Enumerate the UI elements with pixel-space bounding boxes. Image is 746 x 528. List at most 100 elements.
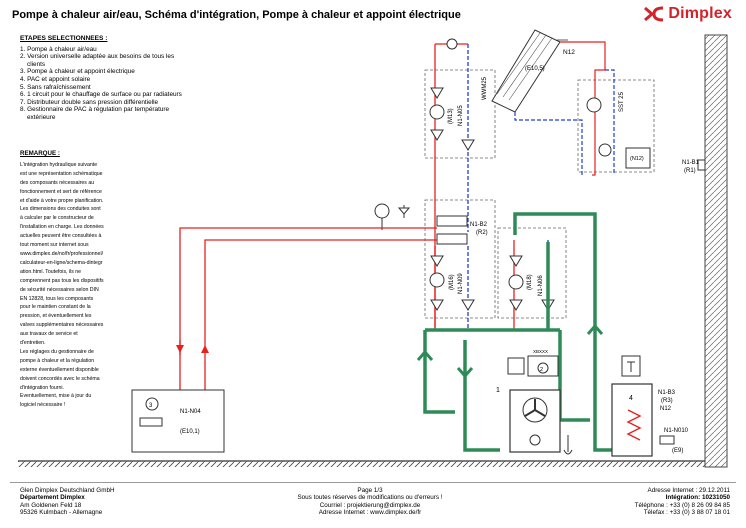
flow-arrow-icon bbox=[201, 345, 209, 353]
n12-box-label: (N12) bbox=[630, 156, 644, 162]
email-link[interactable]: Courriel : projektierung@dimplex.de bbox=[319, 501, 421, 509]
n1-n04-label: N1-N04 bbox=[180, 409, 201, 415]
remark-line: doivent concordés avec le schéma bbox=[20, 375, 100, 382]
footer-divider bbox=[10, 482, 736, 483]
room-unit-3 bbox=[131, 389, 225, 453]
check-valve-icon bbox=[509, 299, 523, 311]
distributor-block bbox=[436, 233, 468, 245]
department-name: Département Dimplex bbox=[20, 494, 85, 502]
solar-loop bbox=[514, 41, 615, 176]
step-item: 2. Version universelle adaptée aux besoi… bbox=[20, 53, 175, 61]
remark-line: Les dimensions des conduites sont bbox=[20, 206, 101, 213]
remark-line: EN 12828, tous les composants bbox=[20, 295, 94, 302]
heat-pump-unit bbox=[509, 389, 561, 453]
footer-right: Adresse Internet : 29.12.2011 Intégratio… bbox=[635, 487, 730, 516]
pressure-relief-icon bbox=[397, 205, 411, 218]
check-valve-icon bbox=[430, 87, 444, 99]
phone-number: Téléphone : +33 (0) 8 26 09 84 85 bbox=[634, 501, 730, 509]
remark-text: L'intégration hydraulique suivante est u… bbox=[20, 161, 152, 410]
green-flow-arrows bbox=[416, 323, 604, 379]
step-item: 6. 1 circuit pour le chauffage de surfac… bbox=[20, 91, 182, 99]
remark-heading: REMARQUE : bbox=[20, 150, 60, 157]
remark-line: d'intégration fourni. bbox=[20, 384, 64, 391]
hydraulic-schematic: N12 (E10,5) WWM25 (M13) N1-N05 SST 25 (N… bbox=[18, 29, 728, 468]
remark-line: à calculer par le constructeur de bbox=[20, 215, 94, 222]
n1-n05-label: N1-N05 bbox=[458, 105, 464, 126]
step-item: 4. PAC et appoint solaire bbox=[20, 75, 91, 83]
web-link[interactable]: Adresse Internet : www.dimplex.de/fr bbox=[318, 508, 422, 516]
page-title: Pompe à chaleur air/eau, Schéma d'intégr… bbox=[12, 9, 461, 21]
unit2-number: 2 bbox=[540, 367, 543, 373]
brand-logo: Dimplex bbox=[643, 5, 732, 23]
unit4-number: 4 bbox=[629, 395, 633, 402]
pump-m18-icon bbox=[508, 274, 524, 290]
remark-line: L'intégration hydraulique suivante bbox=[20, 161, 98, 168]
step-item: extérieure bbox=[27, 113, 56, 121]
heat-pump-controller bbox=[507, 355, 559, 377]
wwm25-label: WWM25 bbox=[482, 76, 488, 100]
company-name: Glen Dimplex Deutschland GmbH bbox=[20, 487, 115, 494]
selected-steps-list: 1. Pompe à chaleur air/eau 2. Version un… bbox=[20, 46, 208, 122]
remark-line: comprennent pas tous les dispositifs bbox=[20, 277, 104, 284]
unit3-number: 3 bbox=[149, 403, 153, 409]
remark-line: Les réglages du gestionnaire de bbox=[20, 348, 94, 355]
remark-line: pompe à chaleur et la régulation bbox=[20, 357, 95, 364]
dimplex-logo-icon bbox=[644, 6, 664, 22]
n12-top-label: N12 bbox=[563, 49, 575, 56]
remark-line: pour le maintien constant de la bbox=[20, 304, 91, 311]
step-item: 8. Gestionnaire de PAC à régulation par … bbox=[20, 106, 170, 114]
n1-n010-label: N1-N010 bbox=[664, 428, 689, 434]
remark-line: ation.html. Toutefois, ils ne bbox=[20, 268, 82, 275]
controller-display-text: XBXXX bbox=[533, 349, 548, 354]
distributor-block bbox=[436, 215, 468, 227]
remark-line: calculateur-en-ligne/schema-dintegr bbox=[20, 259, 103, 266]
mixing-valve-icon bbox=[446, 38, 458, 50]
m18-label: (M18) bbox=[527, 274, 533, 290]
check-valve-icon bbox=[430, 255, 444, 267]
e10-5-label: (E10,5) bbox=[525, 66, 545, 72]
n1-n06-label: N1-N06 bbox=[538, 275, 544, 296]
heater-valve-icon bbox=[659, 435, 675, 445]
dhw-tank bbox=[611, 383, 653, 457]
remark-block: REMARQUE : L'intégration hydraulique sui… bbox=[20, 150, 152, 410]
ground-line bbox=[18, 460, 705, 467]
brand-name: Dimplex bbox=[668, 5, 732, 22]
step-item: 5. Sans rafraîchissement bbox=[20, 83, 91, 91]
outdoor-sensor bbox=[697, 159, 706, 171]
remark-line: est une représentation schématique bbox=[20, 170, 103, 177]
n1-b3-label: N1-B3 bbox=[658, 390, 676, 396]
m16-label: (M16) bbox=[449, 274, 455, 290]
check-valve-icon bbox=[509, 255, 523, 267]
check-valve-icon bbox=[430, 299, 444, 311]
remark-line: valves supplémentaires nécessaires bbox=[20, 322, 104, 329]
remark-line: d'entretien. bbox=[20, 340, 46, 347]
remark-line: fonctionnement et sert de référence bbox=[20, 188, 102, 195]
check-valve-icon bbox=[430, 129, 444, 141]
disclaimer: Sous toutes réserves de modifications ou… bbox=[297, 494, 443, 502]
remark-line: pression, et éventuellement les bbox=[20, 313, 92, 320]
remark-line: externe éventuellement disponible bbox=[20, 366, 99, 373]
expansion-vessel-icon bbox=[374, 203, 390, 219]
m13-label: (M13) bbox=[448, 108, 454, 124]
building-wall bbox=[704, 34, 728, 468]
step-item: 3. Pompe à chaleur et appoint électrique bbox=[20, 68, 135, 76]
remark-line: aux travaux de service et bbox=[20, 331, 78, 338]
n1-b2-label: N1-B2 bbox=[470, 222, 488, 228]
footer-center: Page 1/3 Sous toutes réserves de modific… bbox=[240, 487, 500, 516]
remark-line: l'installation en charge. Les données bbox=[20, 224, 104, 231]
fax-number: Télefax : +33 (0) 3 88 07 18 01 bbox=[643, 508, 730, 516]
date-line: Adresse Internet : 29.12.2011 bbox=[647, 487, 731, 494]
drain-valve-icon bbox=[563, 435, 573, 455]
sst25-label: SST 25 bbox=[619, 91, 625, 112]
check-valve-icon bbox=[461, 299, 475, 311]
r1-label: (R1) bbox=[684, 168, 696, 174]
shower-icon bbox=[621, 355, 641, 377]
page-number: Page 1/3 bbox=[357, 487, 383, 494]
step-item: 7. Distributeur double sans pression dif… bbox=[20, 98, 159, 106]
step-item: clients bbox=[27, 60, 46, 68]
n1-b1-label: N1-B1 bbox=[682, 160, 700, 166]
n1-n09-label: N1-N09 bbox=[458, 273, 464, 294]
footer-company: Glen Dimplex Deutschland GmbH Départemen… bbox=[20, 487, 115, 516]
e9-label: (E9) bbox=[672, 448, 683, 454]
remark-line: logiciel nécessaire ! bbox=[20, 402, 66, 409]
